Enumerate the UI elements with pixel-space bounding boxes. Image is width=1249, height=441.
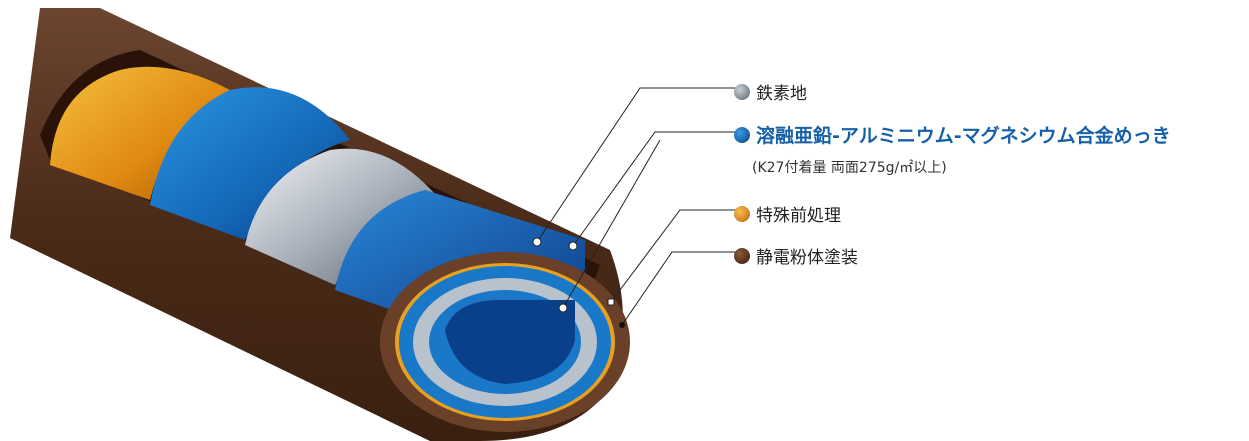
leader-line-steel bbox=[536, 87, 740, 243]
pointer-pretreatment bbox=[607, 298, 615, 306]
leader-line-plating-inner bbox=[562, 139, 661, 309]
pointer-plating bbox=[568, 241, 578, 251]
leader-line-pretreatment bbox=[610, 209, 740, 303]
pretreatment-dot-icon bbox=[734, 205, 750, 222]
pointer-coating bbox=[619, 322, 625, 328]
legend-item-coating: 静電粉体塗装 bbox=[734, 243, 858, 268]
pointer-steel bbox=[532, 237, 542, 247]
legend-label-plating: 溶融亜鉛-アルミニウム-マグネシウム合金めっき bbox=[756, 125, 1171, 147]
leader-line-plating bbox=[572, 131, 740, 247]
plating-layer-band bbox=[150, 87, 350, 240]
legend-item-plating: 溶融亜鉛-アルミニウム-マグネシウム合金めっき bbox=[734, 121, 1171, 148]
end-face-hollow bbox=[445, 300, 575, 384]
pretreatment-layer bbox=[50, 66, 230, 201]
legend-item-pretreatment: 特殊前処理 bbox=[734, 201, 841, 226]
steel-dot-icon bbox=[734, 83, 750, 100]
legend-label-coating: 静電粉体塗装 bbox=[756, 248, 858, 268]
legend-label-pretreatment: 特殊前処理 bbox=[756, 206, 841, 226]
leader-line-coating bbox=[621, 251, 740, 326]
legend-label-steel: 鉄素地 bbox=[756, 84, 807, 104]
coating-dot-icon bbox=[734, 247, 750, 264]
steel-layer-band bbox=[245, 148, 440, 285]
plating-dot-icon bbox=[734, 126, 750, 143]
legend-item-steel: 鉄素地 bbox=[734, 79, 807, 104]
pointer-plating-inner bbox=[558, 303, 568, 313]
legend-sub-plating: (K27付着量 両面275g/㎡以上) bbox=[752, 160, 947, 176]
